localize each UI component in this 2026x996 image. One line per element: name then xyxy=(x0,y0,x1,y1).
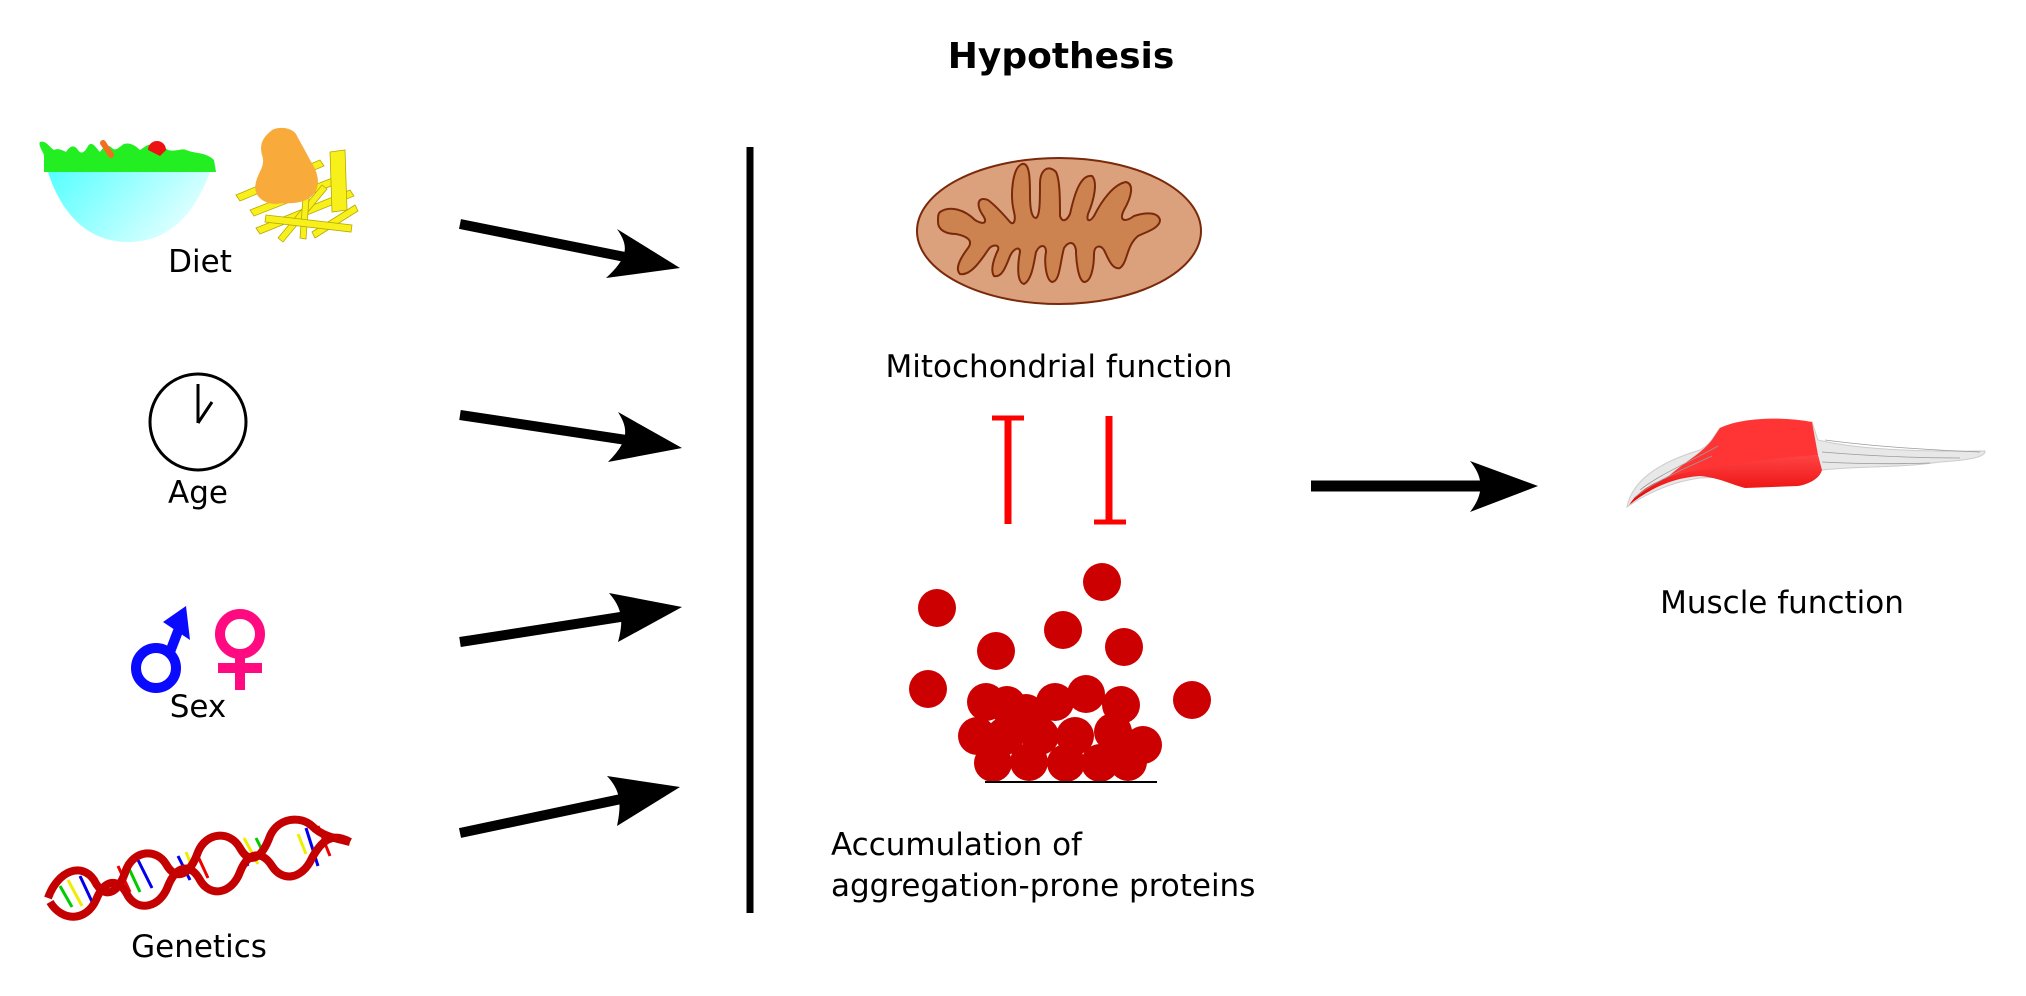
female-symbol-icon xyxy=(215,609,265,690)
arrow-genetics-to-mechanisms xyxy=(458,776,680,838)
aggregated-protein-particle xyxy=(1010,743,1048,781)
mitochondrion-icon xyxy=(916,157,1202,305)
inhibition-mito-to-aggregates-icon xyxy=(1094,416,1126,525)
free-protein-particle xyxy=(1044,611,1082,649)
diagram-title: Hypothesis xyxy=(948,36,1175,77)
factor-label-sex: Sex xyxy=(170,689,227,725)
aggregated-protein-particle xyxy=(1081,744,1119,782)
aggregation-label-line2: aggregation-prone proteins xyxy=(831,868,1255,904)
free-protein-particle xyxy=(909,670,947,708)
factor-label-genetics: Genetics xyxy=(131,929,267,965)
free-protein-particle xyxy=(1105,628,1143,666)
dna-helix-icon xyxy=(44,815,352,921)
aggregation-label-line1: Accumulation of xyxy=(831,827,1083,863)
inhibition-aggregates-to-mito-icon xyxy=(992,415,1024,524)
aggregated-protein-particle xyxy=(1109,743,1147,781)
aggregated-protein-particle xyxy=(1047,744,1085,782)
muscle-icon xyxy=(1626,418,1986,509)
factor-label-age: Age xyxy=(168,475,228,511)
aggregated-protein-particle xyxy=(1036,683,1074,721)
salad-bowl-icon xyxy=(39,140,217,242)
free-protein-particle xyxy=(1173,681,1211,719)
free-protein-particle xyxy=(977,632,1015,670)
muscle-function-label: Muscle function xyxy=(1660,585,1904,621)
free-protein-particle xyxy=(918,589,956,627)
aggregated-protein-particle xyxy=(1067,675,1105,713)
aggregated-protein-particle xyxy=(974,744,1012,782)
arrow-mechanisms-to-muscle xyxy=(1311,461,1538,512)
clock-icon xyxy=(148,372,248,472)
free-protein-particle xyxy=(1083,563,1121,601)
fries-and-chicken-icon xyxy=(235,127,359,243)
aggregated-protein-particle xyxy=(1094,713,1132,751)
arrow-diet-to-mechanisms xyxy=(459,219,680,278)
factor-label-diet: Diet xyxy=(168,244,232,280)
arrow-age-to-mechanisms xyxy=(459,410,682,462)
protein-aggregate-icon xyxy=(909,563,1211,782)
mitochondrial-function-label: Mitochondrial function xyxy=(886,349,1233,385)
arrow-sex-to-mechanisms xyxy=(459,593,682,647)
male-symbol-icon xyxy=(131,606,190,693)
